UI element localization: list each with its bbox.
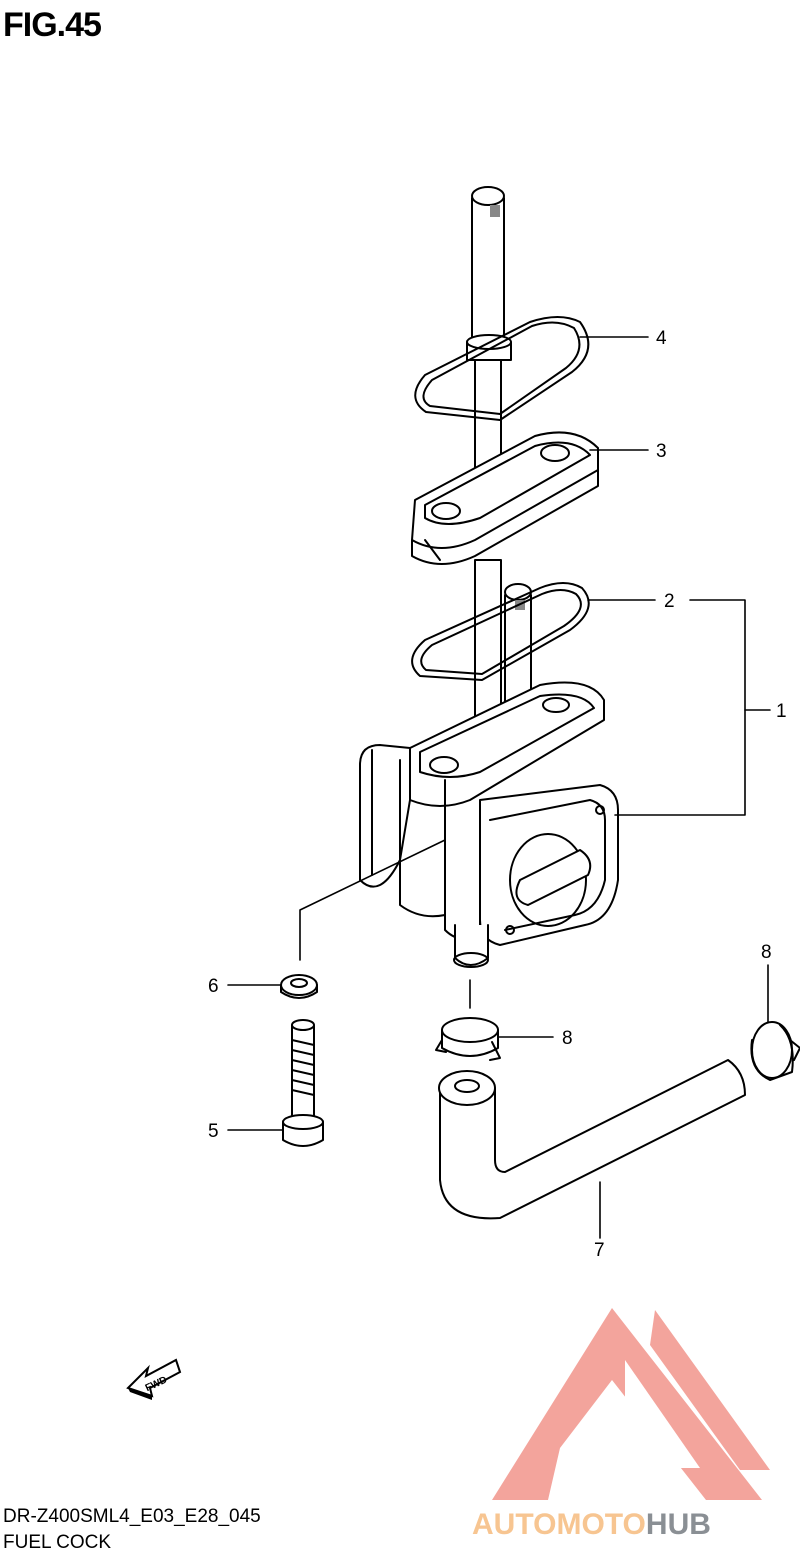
callout-5: 5: [208, 1121, 219, 1142]
fuel-hose-7: [438, 1059, 746, 1220]
hose-clip-8a: [435, 1017, 501, 1061]
o-ring-4: [414, 316, 590, 421]
figure-title: FIG.45: [3, 6, 102, 44]
callout-4: 4: [656, 328, 667, 349]
watermark-part1: AUTOMOTO: [472, 1508, 646, 1541]
watermark-logo-icon: [492, 1308, 770, 1500]
o-ring-2: [411, 582, 590, 681]
hose-clip-8b: [750, 1021, 800, 1081]
section-name: FUEL COCK: [3, 1532, 112, 1553]
callout-1: 1: [776, 701, 787, 722]
fwd-arrow-icon: FWD: [126, 1358, 182, 1400]
callout-8-right: 8: [761, 942, 772, 963]
leader-lines: [227, 336, 771, 1239]
washer-6: [280, 974, 318, 999]
model-code: DR-Z400SML4_E03_E28_045: [3, 1506, 261, 1527]
bolt-5: [282, 1019, 324, 1147]
callout-7: 7: [594, 1240, 605, 1261]
watermark-part2: HUB: [645, 1508, 711, 1541]
fuel-cock-body: [359, 681, 619, 968]
gasket-3: [411, 431, 599, 565]
callout-6: 6: [208, 976, 219, 997]
watermark-text: AUTOMOTOHUB: [472, 1508, 711, 1542]
callout-2: 2: [664, 591, 675, 612]
callout-3: 3: [656, 441, 667, 462]
callout-8-left: 8: [562, 1028, 573, 1049]
